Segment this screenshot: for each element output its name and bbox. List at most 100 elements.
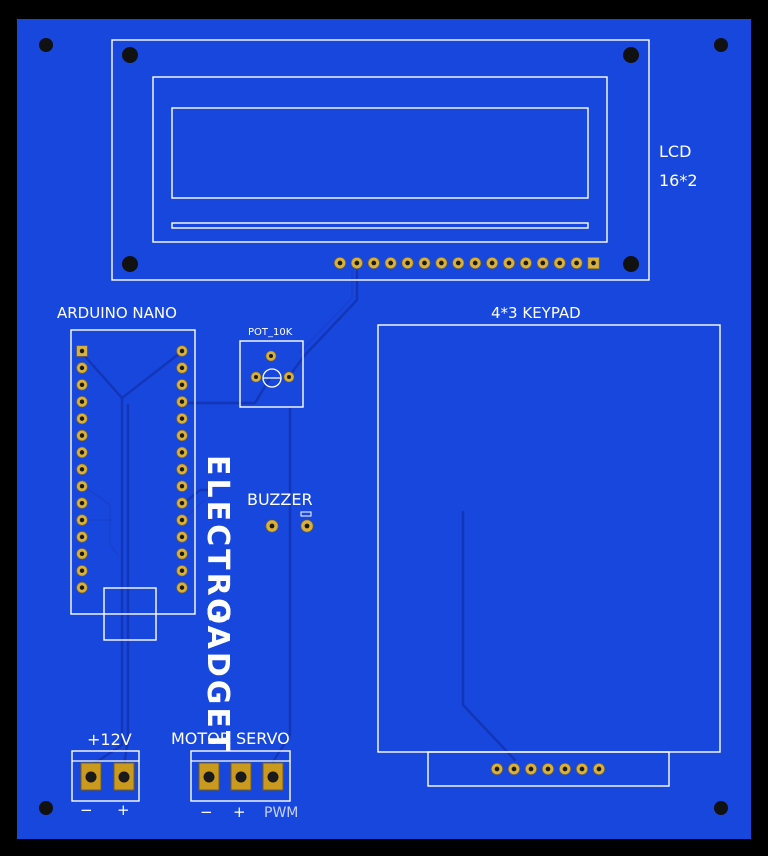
trace	[122, 403, 130, 767]
pcb-substrate	[17, 19, 751, 839]
nano-pin-right-hole	[179, 467, 185, 472]
trace	[90, 396, 124, 767]
lcd-pin-hole	[489, 260, 495, 266]
lcd-size-label: 16*2	[659, 171, 698, 190]
nano-pin-right-hole	[179, 450, 185, 455]
trace	[271, 406, 292, 764]
nano-pin-left-hole	[79, 517, 85, 523]
mounting-holes	[39, 38, 728, 815]
lcd-screen	[171, 107, 589, 199]
nano-pin-left-hole	[79, 416, 85, 421]
nano-pin-left-hole	[79, 433, 85, 438]
brand-text: ELECTRO GADGET	[200, 455, 235, 754]
nano-pin-left-hole	[79, 483, 85, 489]
nano-pin-left-hole	[79, 365, 85, 371]
lcd-pin-hole	[540, 260, 546, 266]
keypad-module	[377, 324, 721, 787]
nano-pins	[76, 345, 188, 594]
keypad-pin-hole	[562, 766, 568, 772]
nano-pin-left-hole	[79, 568, 85, 573]
lcd-pin-hole	[591, 260, 596, 266]
lcd-pin-hole	[557, 260, 563, 266]
terminal-hole	[85, 771, 97, 783]
power-pin-plus: +	[117, 801, 130, 819]
lcd-pin-hole	[405, 260, 410, 266]
power-label: +12V	[87, 730, 132, 749]
trace	[180, 376, 272, 405]
nano-pin-left-hole	[79, 348, 85, 354]
nano-pin-right-hole	[179, 382, 185, 388]
mount-hole	[714, 38, 728, 52]
servo-pin-plus: +	[233, 803, 246, 821]
keypad-pin-hole	[511, 766, 517, 772]
keypad-connector-outline	[427, 751, 670, 787]
power-pin-minus: −	[80, 801, 93, 819]
nano-pin-left-hole	[79, 585, 85, 590]
servo-label: MOTOR SERVO	[171, 729, 290, 748]
brand-line2: GADGET	[200, 598, 235, 754]
servo-terminal-outline	[190, 750, 291, 802]
lcd-pin-hole	[506, 260, 512, 266]
lcd-strip	[171, 222, 589, 229]
brand-line1: ELECTRO	[200, 455, 235, 627]
nano-pin-right-hole	[179, 399, 185, 404]
lcd-bezel	[152, 76, 608, 243]
mount-hole	[39, 38, 53, 52]
lcd-outline	[111, 39, 650, 281]
keypad-pin-hole	[596, 766, 602, 772]
nano-pin-left-hole	[79, 382, 85, 388]
pot-outline	[239, 340, 304, 408]
lcd-module	[111, 39, 650, 281]
power-terminal	[71, 750, 140, 802]
lcd-label: LCD	[659, 142, 691, 161]
lcd-mount-hole	[623, 47, 639, 63]
lcd-pin-hole	[337, 260, 343, 266]
arduino-label: ARDUINO NANO	[57, 304, 177, 322]
keypad-pin-hole	[494, 766, 500, 772]
nano-pin-right-hole	[179, 416, 185, 421]
potentiometer	[239, 340, 304, 408]
terminal-hole	[203, 771, 215, 783]
nano-pin-right-hole	[179, 534, 185, 540]
trace	[180, 488, 214, 507]
servo-pin-pwm: PWM	[264, 805, 298, 821]
lcd-pin-hole	[388, 260, 394, 266]
lcd-pin-hole	[455, 260, 461, 266]
trace	[288, 269, 359, 377]
nano-pin-left-hole	[79, 500, 85, 506]
lcd-mount-hole	[623, 256, 639, 272]
servo-pin-minus: −	[200, 803, 213, 821]
keypad-label: 4*3 KEYPAD	[491, 304, 581, 322]
lcd-pin-hole	[523, 260, 529, 266]
keypad-pin-hole	[545, 766, 551, 772]
keypad-pin-hole	[579, 766, 585, 772]
trace	[81, 484, 119, 556]
nano-pin-left-hole	[79, 450, 85, 455]
mount-hole	[714, 801, 728, 815]
trace	[461, 510, 517, 762]
nano-pin-right-hole	[179, 585, 185, 590]
lcd-mount-hole	[122, 47, 138, 63]
terminal-hole	[118, 771, 130, 783]
terminal-hole	[235, 771, 247, 783]
nano-pin-right-hole	[179, 483, 185, 489]
nano-pin-right-hole	[179, 348, 185, 354]
lcd-mount-hole	[122, 256, 138, 272]
keypad-pin-hole	[528, 766, 534, 772]
nano-pin-right-hole	[179, 500, 185, 506]
nano-pin-left-hole	[79, 467, 85, 472]
lcd-pin-hole	[354, 260, 360, 266]
power-terminal-outline	[71, 750, 140, 802]
buzzer-pads	[265, 511, 314, 533]
lcd-pin-hole	[371, 260, 377, 266]
lcd-pin-hole	[472, 260, 478, 266]
nano-outline	[70, 329, 196, 615]
lcd-header	[334, 257, 600, 269]
terminal-hole	[267, 771, 279, 783]
nano-pin-left-hole	[79, 551, 85, 557]
mount-hole	[39, 801, 53, 815]
lcd-pin-hole	[574, 260, 579, 266]
nano-pin-right-hole	[179, 433, 185, 438]
nano-pin-left-hole	[79, 534, 85, 540]
